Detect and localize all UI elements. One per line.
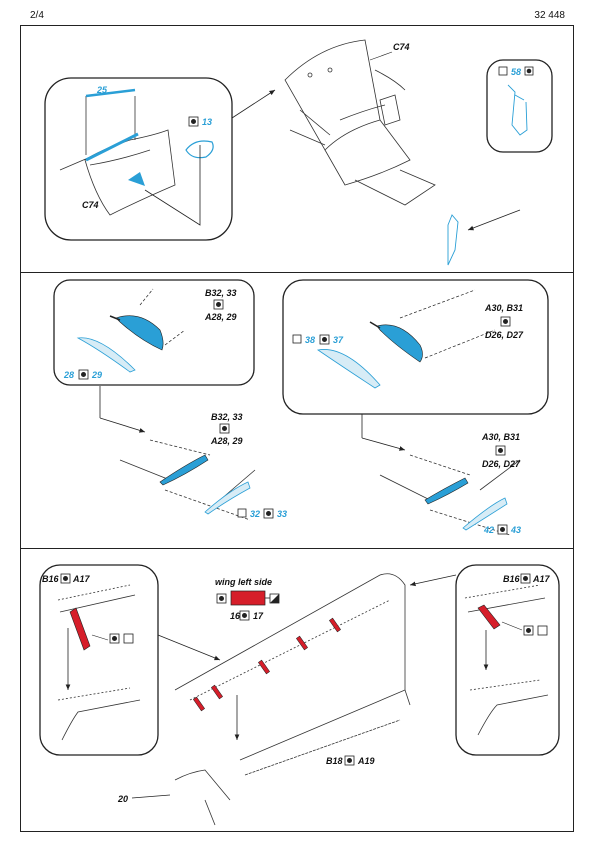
sheet-frame: [20, 25, 574, 832]
label-43: 43: [510, 525, 521, 535]
label-20: 20: [117, 794, 128, 804]
label-b18: B18: [326, 756, 343, 766]
label-d26-d27-b: D26, D27: [482, 459, 521, 469]
bend-icon: [237, 508, 247, 518]
label-28: 28: [63, 370, 74, 380]
label-a17-left: A17: [72, 574, 91, 584]
part-25-strip: [85, 132, 139, 162]
blue-control-surface: [376, 324, 423, 363]
part-58-drawing: [507, 84, 528, 136]
label-b32-33-b: B32, 33: [211, 412, 243, 422]
bend-icon: [498, 66, 508, 76]
label-a30-b31-a: A30, B31: [484, 303, 523, 313]
blue-elevator-left: [159, 454, 209, 486]
label-a28-29-a: A28, 29: [204, 312, 237, 322]
label-a17-right: A17: [532, 574, 551, 584]
section-divider-1: [20, 272, 574, 273]
bend-icon: [292, 334, 302, 344]
instrument-panel-drawing: [59, 96, 176, 216]
inset-panel-elevator-right: [282, 279, 549, 415]
page-number: 2/4: [30, 10, 44, 21]
label-b16-left: B16: [42, 574, 60, 584]
wing-detail-right: [464, 584, 549, 736]
red-flap-actuator-right: [477, 604, 501, 630]
blue-control-surface: [115, 315, 164, 351]
part-25-detail: [85, 88, 136, 98]
label-a30-b31-b: A30, B31: [481, 432, 520, 442]
kit-code: 32 448: [534, 10, 565, 21]
label-17: 17: [253, 611, 264, 621]
label-a19: A19: [357, 756, 375, 766]
label-c74-left: C74: [82, 200, 99, 210]
part-13-shape: [185, 140, 214, 159]
part-37-38-drawing: [316, 349, 381, 389]
label-wing-left-side: wing left side: [215, 577, 272, 587]
label-25: 25: [96, 85, 108, 95]
blue-elevator-right: [424, 477, 469, 505]
label-c74-top: C74: [393, 42, 410, 52]
part-42-43-installed: [462, 497, 508, 531]
inset-panel-58: [486, 59, 553, 153]
label-16: 16: [230, 611, 241, 621]
label-29: 29: [91, 370, 102, 380]
label-37: 37: [333, 335, 344, 345]
label-13: 13: [202, 117, 212, 127]
cockpit-assembly-drawing: [284, 39, 436, 206]
inset-panel-flap-left: [39, 564, 159, 756]
paint-swatch-red: [230, 590, 266, 606]
label-a28-29-b: A28, 29: [210, 436, 243, 446]
glue-icon: [123, 633, 134, 644]
part-58-installed: [447, 214, 459, 266]
wing-detail-left: [57, 584, 141, 741]
part-28-29-drawing: [76, 337, 136, 373]
label-58: 58: [511, 67, 521, 77]
label-b32-33-a: B32, 33: [205, 288, 237, 298]
label-32: 32: [250, 509, 260, 519]
tail-assembly-left: [119, 439, 256, 521]
red-flap-actuator-left: [69, 607, 91, 651]
glue-icon: [537, 625, 548, 636]
label-38: 38: [305, 335, 315, 345]
wing-underside-drawing: [174, 573, 411, 826]
label-42: 42: [483, 525, 494, 535]
label-d26-d27-a: D26, D27: [485, 330, 524, 340]
part-32-33-installed: [204, 481, 251, 515]
part-13-installed: [128, 172, 145, 186]
label-33: 33: [277, 509, 287, 519]
inset-panel-elevator-left: [53, 279, 255, 386]
red-hinge-markers: [192, 617, 342, 712]
label-b16-right: B16: [503, 574, 521, 584]
inset-panel-instrument: [44, 77, 233, 241]
inset-panel-flap-right: [455, 564, 560, 756]
section-divider-2: [20, 548, 574, 549]
